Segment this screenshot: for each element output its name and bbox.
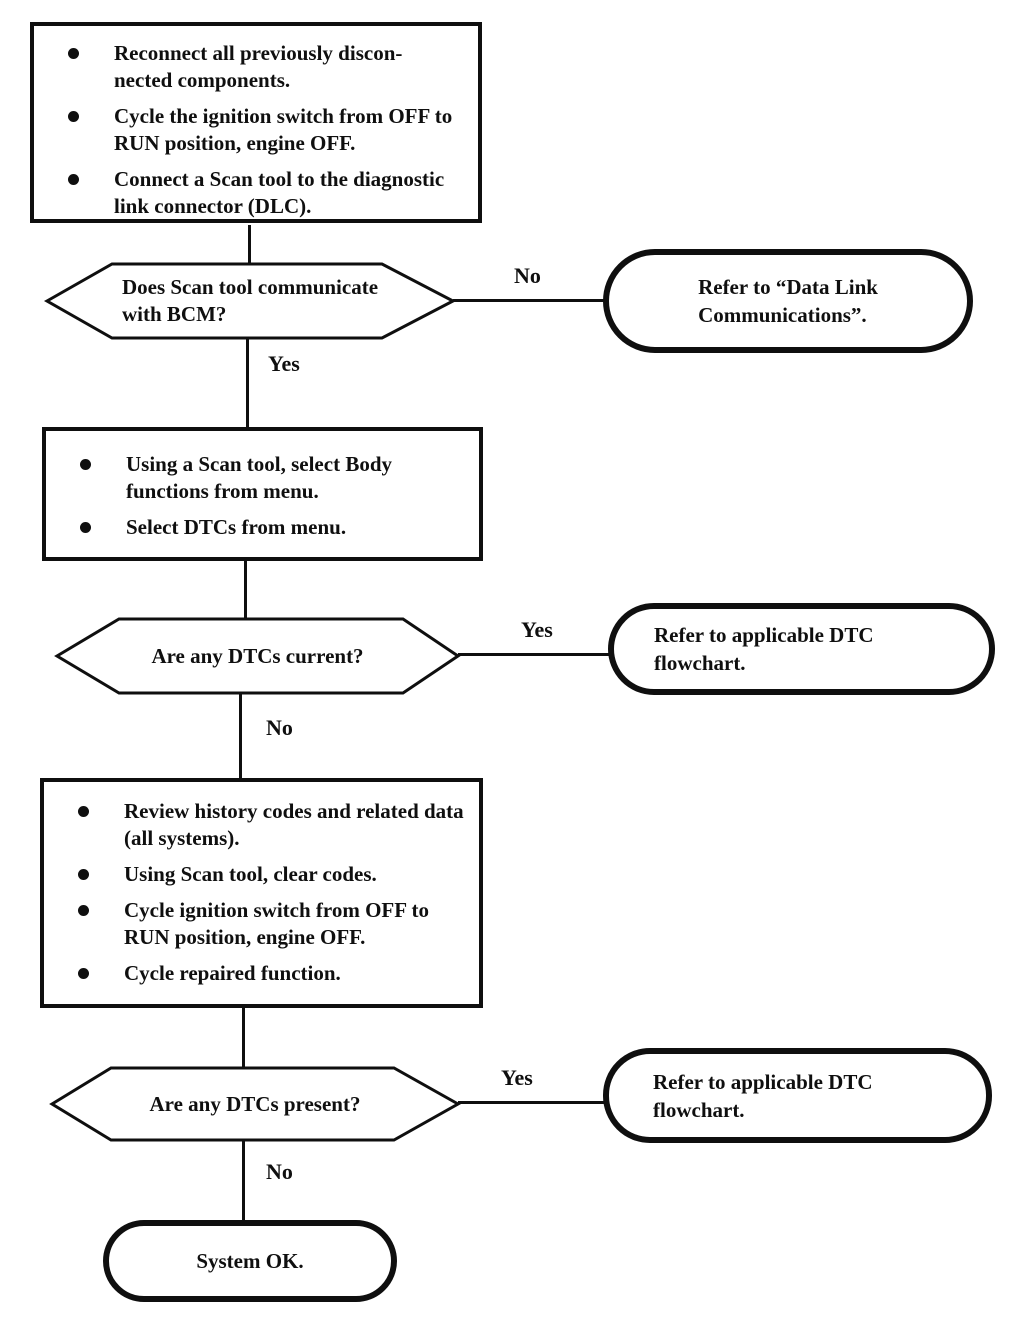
connector-line-vertical — [246, 338, 249, 429]
bullet-text: Review history codes and related data (a… — [124, 799, 464, 850]
decision-hexagon-dtcs-present: Are any DTCs present? — [49, 1066, 462, 1142]
bullet-item: Reconnect all previously discon- nected … — [68, 40, 472, 94]
branch-label-yes: Yes — [521, 617, 553, 642]
bullet-item: Using Scan tool, clear codes. — [78, 861, 473, 888]
bullet-text: Using a Scan tool, select Body functions… — [126, 452, 393, 503]
branch-label-no: No — [266, 715, 293, 740]
branch-label-no: No — [514, 263, 541, 288]
bullet-text: Reconnect all previously discon- nected … — [114, 41, 403, 92]
connector-line-horizontal — [453, 299, 605, 302]
terminal-text: Refer to applicable DTC flowchart. — [653, 1069, 873, 1122]
bullet-item: Cycle repaired function. — [78, 960, 473, 987]
connector-line-vertical — [242, 1140, 245, 1222]
branch-label-no: No — [266, 1159, 293, 1184]
terminal-text: Refer to “Data Link Communications”. — [698, 275, 878, 327]
branch-label-yes: Yes — [268, 351, 300, 376]
terminal-refer-dtc-flowchart: Refer to applicable DTC flowchart. — [603, 1048, 992, 1143]
bullet-item: Connect a Scan tool to the diagnostic li… — [68, 166, 472, 220]
bullet-icon — [80, 522, 91, 533]
connector-line-horizontal — [458, 1101, 605, 1104]
bullet-item: Cycle ignition switch from OFF to RUN po… — [78, 897, 473, 951]
bullet-icon — [78, 806, 89, 817]
bullet-item: Using a Scan tool, select Body functions… — [80, 451, 473, 505]
bullet-icon — [78, 968, 89, 979]
decision-question: Are any DTCs present? — [149, 1091, 361, 1116]
bullet-icon — [78, 869, 89, 880]
terminal-text: System OK. — [196, 1249, 304, 1273]
process-box-review-history-codes: Review history codes and related data (a… — [40, 778, 483, 1008]
bullet-text: Cycle ignition switch from OFF to RUN po… — [124, 898, 430, 949]
connector-line-vertical — [242, 1006, 245, 1068]
terminal-refer-data-link-communications: Refer to “Data Link Communications”. — [603, 249, 973, 353]
process-box-select-body-functions: Using a Scan tool, select Body functions… — [42, 427, 483, 561]
decision-hexagon-scan-tool-communicate: Does Scan tool communicate with BCM? — [43, 262, 457, 340]
hexagon-outline — [49, 1066, 462, 1142]
bullet-text: Cycle the ignition switch from OFF to RU… — [114, 104, 453, 155]
bullet-text: Connect a Scan tool to the diagnostic li… — [114, 167, 445, 218]
connector-line-horizontal — [458, 653, 610, 656]
connector-line-vertical — [239, 692, 242, 780]
bullet-text: Using Scan tool, clear codes. — [124, 862, 377, 886]
terminal-refer-dtc-flowchart: Refer to applicable DTC flowchart. — [608, 603, 995, 695]
process-box-reconnect-components: Reconnect all previously discon- nected … — [30, 22, 482, 223]
terminal-system-ok: System OK. — [103, 1220, 397, 1302]
connector-line-vertical — [244, 558, 247, 619]
connector-line-vertical — [248, 225, 251, 263]
terminal-text: Refer to applicable DTC flowchart. — [654, 623, 874, 675]
bullet-icon — [68, 48, 79, 59]
bullet-item: Cycle the ignition switch from OFF to RU… — [68, 103, 472, 157]
bullet-text: Select DTCs from menu. — [126, 515, 347, 539]
bullet-icon — [80, 459, 91, 470]
bullet-text: Cycle repaired function. — [124, 961, 341, 985]
decision-hexagon-dtcs-current: Are any DTCs current? — [54, 617, 461, 695]
branch-label-yes: Yes — [501, 1065, 533, 1090]
hexagon-outline — [54, 617, 461, 695]
bullet-icon — [68, 174, 79, 185]
decision-question: Are any DTCs current? — [151, 643, 364, 668]
bullet-item: Select DTCs from menu. — [80, 514, 473, 541]
bullet-icon — [68, 111, 79, 122]
bullet-icon — [78, 905, 89, 916]
decision-question: Does Scan tool communicate with BCM? — [121, 275, 379, 326]
bullet-item: Review history codes and related data (a… — [78, 798, 473, 852]
